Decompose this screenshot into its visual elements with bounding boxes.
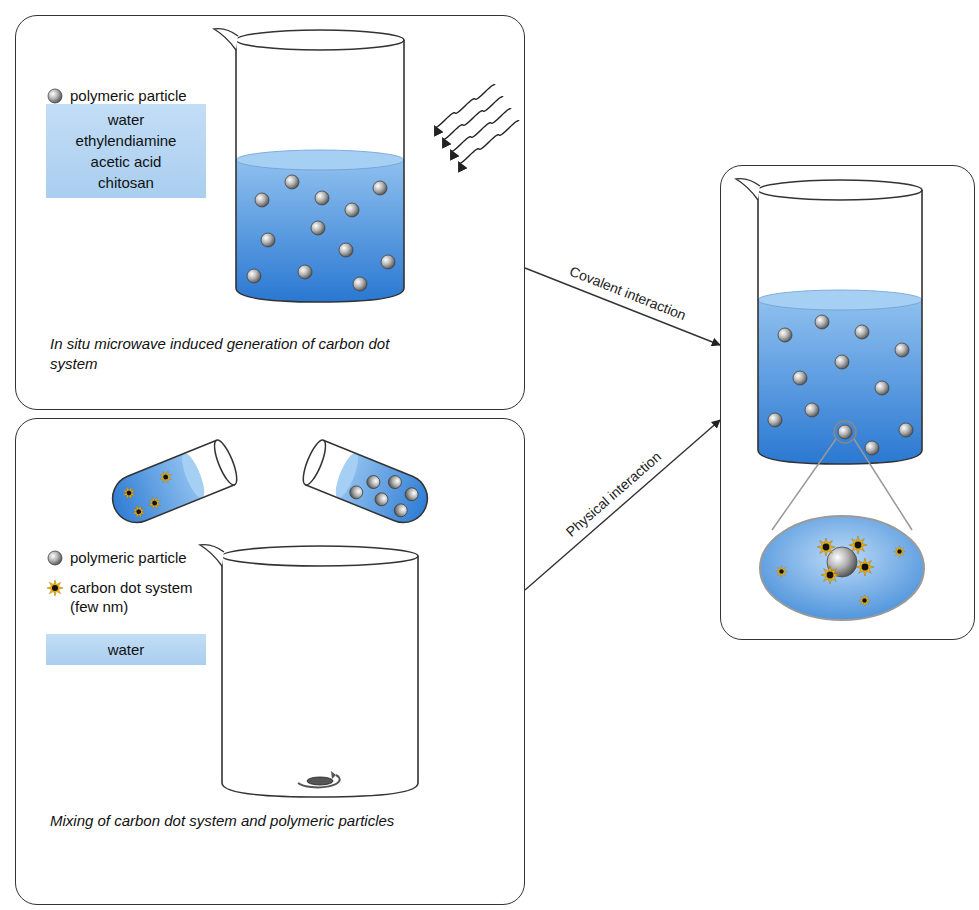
ingredient-text: ethylendiamine [60,130,192,151]
beaker-spout [200,545,224,566]
legend-text: polymeric particle [70,86,187,105]
beaker-rim [236,30,404,50]
legend-item: polymeric particle [46,86,216,105]
connector-arrow [525,420,720,590]
beaker-glass [236,40,404,302]
edge-label: Covalent interaction [564,262,691,325]
particle-symbol [48,89,62,103]
legend-item: polymeric particle [46,548,216,567]
liquid [758,300,922,464]
beaker-spout [736,179,760,200]
legend-item: carbon dot system (few nm) [46,578,196,616]
beaker-spout [214,29,238,50]
beaker-glass [758,190,922,464]
liquid-surface [758,290,922,310]
ingredient-text: acetic acid [60,151,192,172]
legend-text: carbon dot system (few nm) [70,578,196,616]
liquid-surface [236,150,404,170]
beaker-glass [222,556,418,797]
tube-opening [210,438,241,488]
panel-box: In situ microwave induced generation of … [15,15,525,410]
panel-caption: In situ microwave induced generation of … [50,334,400,374]
mixing-beaker [200,545,418,797]
ingredient-text: water [60,109,192,130]
panel-box: Mixing of carbon dot system and polymeri… [15,418,525,905]
particle-icon [46,87,64,105]
particle-symbol [48,551,62,565]
edge-label: Physical interaction [560,447,666,542]
ingredient-box: waterethylendiamineacetic acidchitosan [46,104,206,198]
connector-arrow [525,268,720,345]
particle-tube [299,438,435,530]
microwave-beaker [214,29,404,302]
zoom-callout [760,421,924,620]
liquid-surface [178,451,209,501]
result-beaker [736,179,922,464]
liquid [236,160,404,302]
carbon-dot-icon [46,579,64,597]
polymer-particles [768,315,913,455]
stir-bar [307,777,333,785]
carbon-dot-symbol [47,580,63,596]
ingredient-text: water [60,639,192,660]
polymer-particles [247,175,395,291]
carbon-dot-tube [105,438,241,530]
panel-box [720,165,975,640]
polymer-particles [348,462,422,521]
tube-opening [299,438,330,488]
beaker-rim [758,180,922,200]
legend-text: polymeric particle [70,548,187,567]
zoom-carbon-dots [776,536,906,606]
microwave-arrows [435,85,519,164]
ingredient-text: chitosan [60,172,192,193]
zoom-ring [834,421,856,443]
stir-arrow [331,771,336,779]
zoom-ellipse [760,516,924,620]
ingredient-box: water [46,634,206,665]
particle-icon [46,549,64,567]
panel-caption: Mixing of carbon dot system and polymeri… [50,811,400,831]
beaker-rim [222,546,418,566]
